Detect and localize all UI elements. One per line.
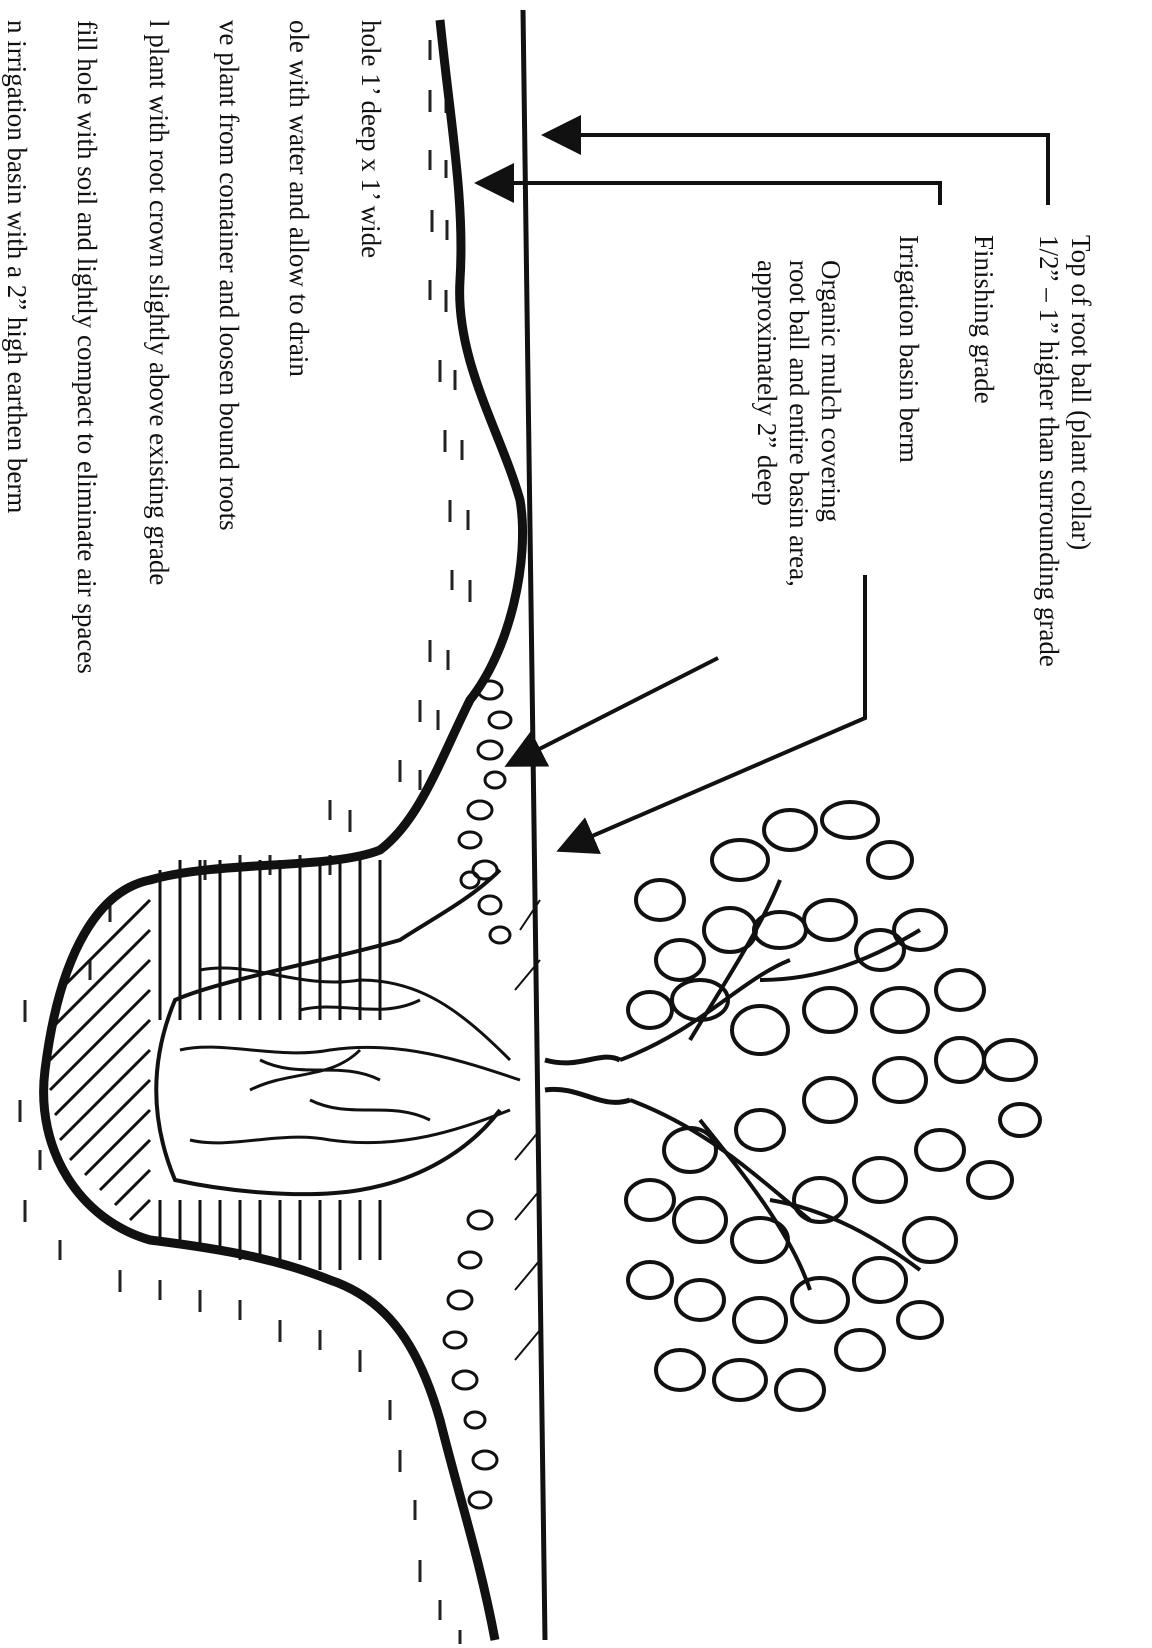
planting-hole-outline [44, 20, 523, 1640]
finished-grade-line [523, 10, 545, 1640]
irrigation-berm-leader [560, 575, 865, 850]
root-ball-top-label: Top of root ball (plant collar) 1/2” – 1… [1034, 235, 1096, 667]
step-5: fill hole with soil and lightly compact … [72, 20, 102, 674]
step-3: ve plant from container and loosen bound… [214, 20, 244, 531]
step-6: n irrigation basin with a 2” high earthe… [2, 20, 32, 513]
planting-steps: hole 1’ deep x 1’ wide ole with water an… [2, 20, 386, 674]
shrub-trunk [545, 1057, 630, 1102]
finishing-grade-leader [478, 183, 940, 205]
finishing-grade-label: Finishing grade [969, 235, 999, 404]
mulch-pebbles [444, 681, 511, 1508]
mulch-leader [508, 658, 718, 765]
shrub-leaves [626, 802, 1040, 1410]
mulch-label-line1: Organic mulch covering [816, 260, 846, 522]
mulch-label: Organic mulch covering root ball and ent… [752, 260, 846, 587]
step-1: hole 1’ deep x 1’ wide [356, 20, 386, 258]
irrigation-berm-label: Irrigation basin berm [894, 235, 924, 463]
shrub [545, 802, 1040, 1410]
root-ball-top-label-line2: 1/2” – 1” higher than surrounding grade [1034, 235, 1064, 667]
mulch-label-line3: approximately 2” deep [752, 260, 782, 506]
step-4: l plant with root crown slightly above e… [144, 20, 174, 585]
step-2: ole with water and allow to drain [284, 20, 314, 377]
root-ball-outline [156, 870, 500, 1194]
root-ball-top-label-line1: Top of root ball (plant collar) [1066, 235, 1096, 550]
roots [180, 968, 520, 1143]
root-ball-top-leader [545, 135, 1048, 205]
mulch-label-line2: root ball and entire basin area, [784, 260, 814, 587]
